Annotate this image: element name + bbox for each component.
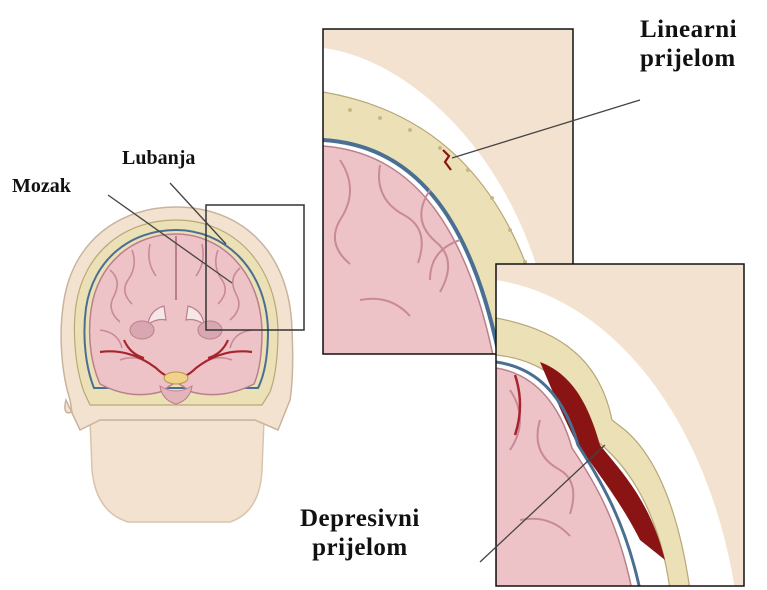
depressed-fracture-label: Depresivni prijelom — [300, 505, 420, 563]
depressed-fracture-inset — [496, 264, 760, 590]
depressed-fracture-label-line2: prijelom — [300, 534, 420, 563]
depressed-fracture-label-line1: Depresivni — [300, 505, 420, 534]
neck — [90, 420, 264, 522]
linear-fracture-label-line2: prijelom — [640, 45, 737, 74]
pituitary — [164, 372, 188, 384]
head-cross-section — [61, 207, 293, 522]
skull-label: Lubanja — [122, 147, 195, 170]
linear-fracture-label: Linearni prijelom — [640, 16, 737, 74]
linear-fracture-label-line1: Linearni — [640, 16, 737, 45]
brain-label: Mozak — [12, 175, 71, 198]
